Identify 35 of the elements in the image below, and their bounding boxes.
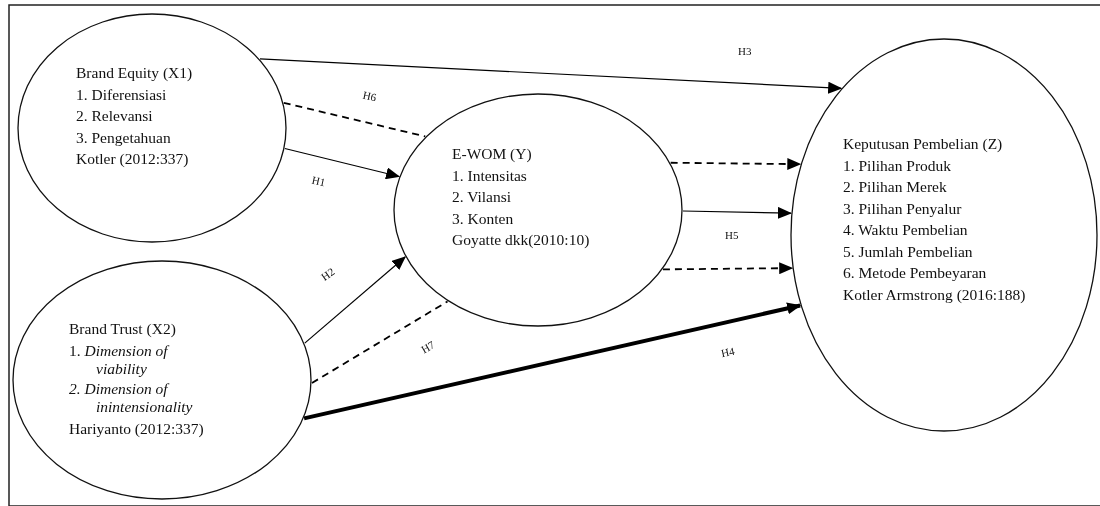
indicator-item: 1. Diferensiasi bbox=[76, 84, 168, 105]
indicator-item: 1. Dimension of viability bbox=[69, 341, 171, 378]
indicator-item: 3. Konten bbox=[452, 208, 515, 229]
arrow bbox=[284, 147, 401, 180]
indicator-item: 1. Pilihan Produk bbox=[843, 155, 953, 176]
arrow bbox=[304, 256, 406, 344]
arrow bbox=[259, 58, 843, 94]
edge-label: H4 bbox=[718, 344, 737, 360]
arrow bbox=[682, 206, 792, 219]
variable-title: Brand Equity (X1) bbox=[76, 63, 194, 83]
arrow bbox=[662, 262, 794, 275]
indicator-item: 2. Relevansi bbox=[76, 106, 154, 126]
variable-title: Keputusan Pembelian (Z) bbox=[843, 134, 1004, 154]
arrow bbox=[303, 302, 802, 421]
variable-title: Brand Trust (X2) bbox=[69, 319, 177, 339]
variable-title: E-WOM (Y) bbox=[452, 144, 533, 164]
source-citation: Goyatte dkk(2010:10) bbox=[452, 230, 591, 250]
indicator-item: 6. Metode Pembeyaran bbox=[843, 263, 988, 283]
indicator-item: 2. Pilihan Merek bbox=[843, 177, 948, 197]
source-citation: Hariyanto (2012:337) bbox=[69, 418, 205, 439]
source-citation: Kotler Armstrong (2016:188) bbox=[843, 284, 1027, 305]
indicator-item: 3. Pengetahuan bbox=[76, 127, 172, 148]
indicator-item: 4. Waktu Pembelian bbox=[843, 220, 969, 240]
indicator-item: 2. Vilansi bbox=[452, 187, 513, 207]
connector-line bbox=[311, 300, 449, 384]
indicator-item: 3. Pilihan Penyalur bbox=[843, 198, 963, 219]
source-citation: Kotler (2012:337) bbox=[76, 149, 190, 169]
indicator-item: 5. Jumlah Pembelian bbox=[843, 241, 974, 262]
edge-label: H5 bbox=[724, 229, 740, 241]
indicator-item: 1. Intensitas bbox=[452, 165, 528, 186]
indicator-item: 2. Dimension of inintensionality bbox=[69, 379, 194, 416]
edge-label: H6 bbox=[360, 88, 379, 104]
connector-line bbox=[282, 101, 427, 138]
edge-label: H3 bbox=[737, 45, 753, 57]
arrow bbox=[669, 158, 802, 170]
